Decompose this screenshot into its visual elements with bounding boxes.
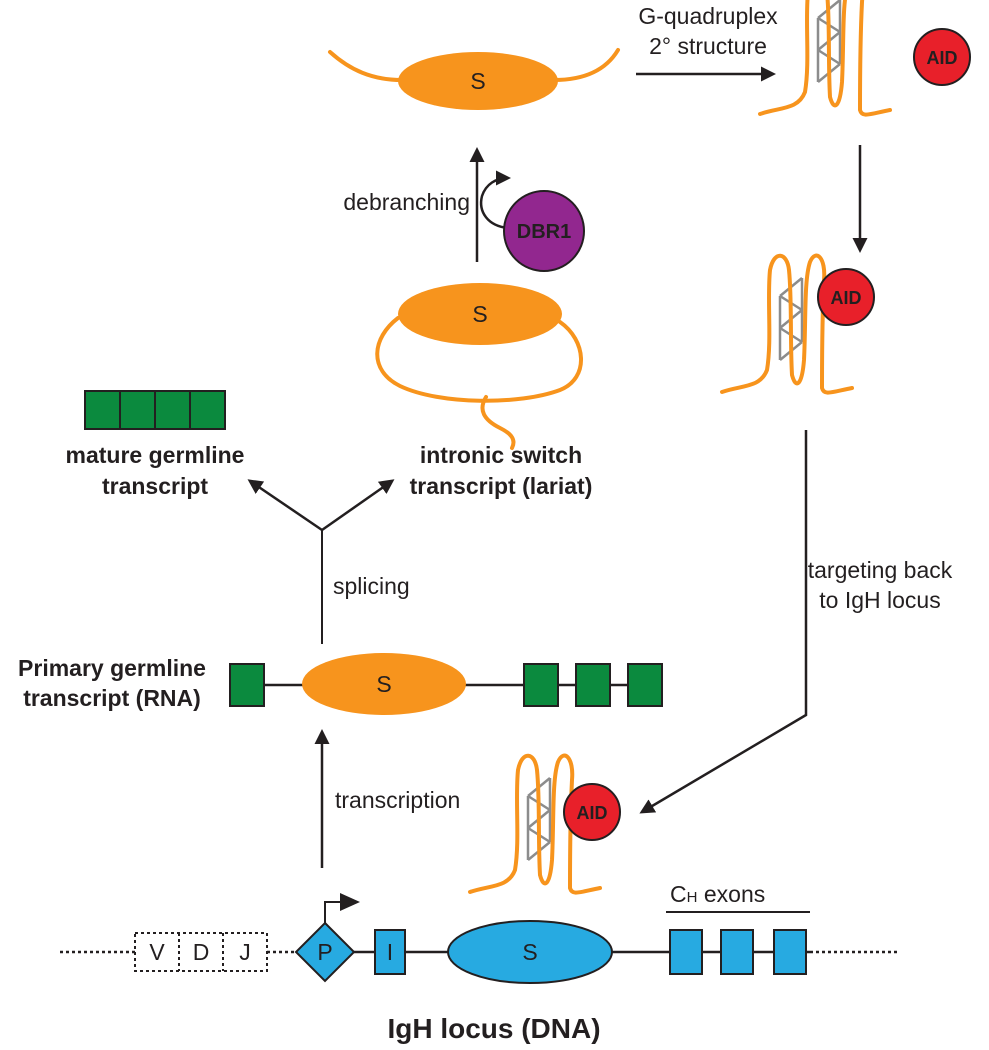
intronic-label-1: intronic switch bbox=[420, 442, 582, 468]
transcription-start-arrow bbox=[324, 893, 360, 923]
aid-label-bound: AID bbox=[831, 288, 862, 308]
lariat-switch bbox=[398, 283, 562, 345]
igh-locus-dna: V D J P I S CH exons AID bbox=[60, 753, 900, 984]
g4-label-1: G-quadruplex bbox=[638, 3, 778, 29]
primary-switch bbox=[302, 653, 466, 715]
primary-transcript-label-1: Primary germline bbox=[18, 655, 206, 681]
dbr1-label: DBR1 bbox=[517, 221, 571, 243]
primary-exon-1 bbox=[523, 663, 559, 707]
dbr1-circle bbox=[503, 190, 585, 272]
primary-exon-left bbox=[229, 663, 265, 707]
segment-v: V bbox=[149, 939, 165, 965]
intronic-label-2: transcript (lariat) bbox=[410, 473, 593, 499]
splicing-branch-right bbox=[321, 479, 395, 532]
ch-exon-1 bbox=[669, 929, 703, 975]
i-exon-label: I bbox=[387, 939, 393, 965]
mature-transcript bbox=[84, 390, 226, 430]
segment-j: J bbox=[239, 939, 251, 965]
linear-switch-label: S bbox=[470, 68, 485, 94]
i-exon bbox=[374, 929, 406, 975]
g4-label-2: 2° structure bbox=[649, 33, 767, 59]
aid-circle-bound bbox=[817, 268, 875, 326]
targeting-label-1: targeting back bbox=[808, 557, 953, 583]
lariat-transcript: S bbox=[375, 283, 583, 450]
splicing-label: splicing bbox=[333, 573, 410, 599]
lariat-switch-label: S bbox=[472, 301, 487, 327]
primary-switch-label: S bbox=[376, 671, 391, 697]
aid-label-dna: AID bbox=[577, 803, 608, 823]
ch-exons-label: CH exons bbox=[670, 881, 765, 907]
primary-transcript: S bbox=[229, 653, 663, 715]
mature-label-2: transcript bbox=[102, 473, 208, 499]
targeting-arrow bbox=[639, 430, 808, 814]
linear-switch-rna: S bbox=[328, 48, 620, 110]
rna-g-quadruplex-top bbox=[758, 0, 892, 117]
aid-label-free: AID bbox=[927, 48, 958, 68]
ch-exon-3 bbox=[773, 929, 807, 975]
debranching-curved-arrow bbox=[479, 170, 511, 230]
primary-exon-3 bbox=[627, 663, 663, 707]
targeting-label-2: to IgH locus bbox=[819, 587, 940, 613]
aid-circle-free bbox=[913, 28, 971, 86]
transcription-label: transcription bbox=[335, 787, 460, 813]
promoter-label: P bbox=[317, 939, 332, 965]
debranching-label: debranching bbox=[343, 189, 470, 215]
dna-switch-label: S bbox=[522, 939, 537, 965]
page-title: IgH locus (DNA) bbox=[387, 1013, 600, 1044]
primary-exon-2 bbox=[575, 663, 611, 707]
mature-label-1: mature germline bbox=[66, 442, 245, 468]
segment-d: D bbox=[193, 939, 210, 965]
aid-circle-dna bbox=[563, 783, 621, 841]
dna-switch-region bbox=[447, 920, 613, 984]
linear-switch bbox=[398, 52, 558, 110]
promoter-diamond bbox=[294, 921, 356, 983]
ch-exon-2 bbox=[720, 929, 754, 975]
splicing-branch-left bbox=[247, 479, 323, 532]
primary-transcript-label-2: transcript (RNA) bbox=[23, 685, 201, 711]
